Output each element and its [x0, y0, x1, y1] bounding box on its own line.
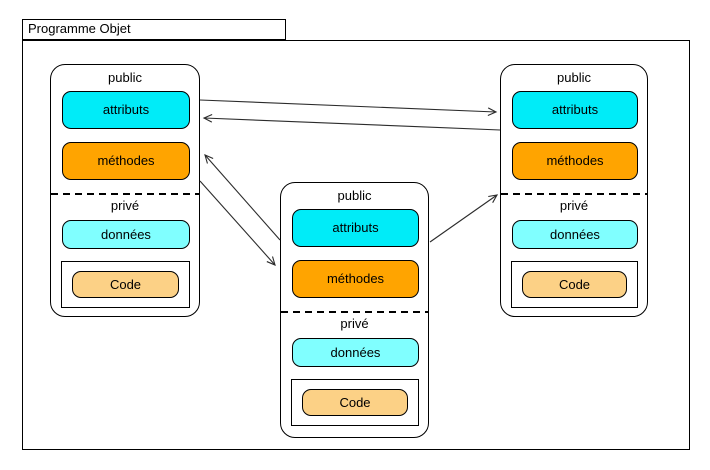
visibility-divider	[501, 193, 647, 195]
public-section-label: public	[108, 70, 142, 85]
code-box: Code	[72, 271, 179, 298]
visibility-divider	[51, 193, 199, 195]
object-card-left: public attributs méthodes privé données …	[50, 64, 200, 317]
public-section-label: public	[337, 188, 372, 203]
visibility-divider	[281, 311, 428, 313]
object-card-right: public attributs méthodes privé données …	[500, 64, 648, 317]
code-box: Code	[302, 389, 408, 416]
code-container: Code	[61, 261, 190, 308]
attributes-box: attributs	[512, 91, 638, 129]
object-card-center: public attributs méthodes privé données …	[280, 182, 429, 438]
attributes-box: attributs	[292, 209, 419, 247]
package-title: Programme Objet	[28, 21, 131, 36]
methods-box: méthodes	[512, 142, 638, 180]
data-box: données	[512, 220, 638, 249]
package-tab: Programme Objet	[22, 19, 286, 40]
code-container: Code	[291, 379, 419, 426]
data-box: données	[292, 338, 419, 367]
private-section-label: privé	[110, 198, 140, 213]
private-section-label: privé	[559, 198, 589, 213]
private-section-label: privé	[340, 316, 369, 331]
methods-box: méthodes	[62, 142, 190, 180]
public-section-label: public	[557, 70, 591, 85]
attributes-box: attributs	[62, 91, 190, 129]
data-box: données	[62, 220, 190, 249]
code-container: Code	[511, 261, 638, 308]
code-box: Code	[522, 271, 627, 298]
methods-box: méthodes	[292, 260, 419, 298]
